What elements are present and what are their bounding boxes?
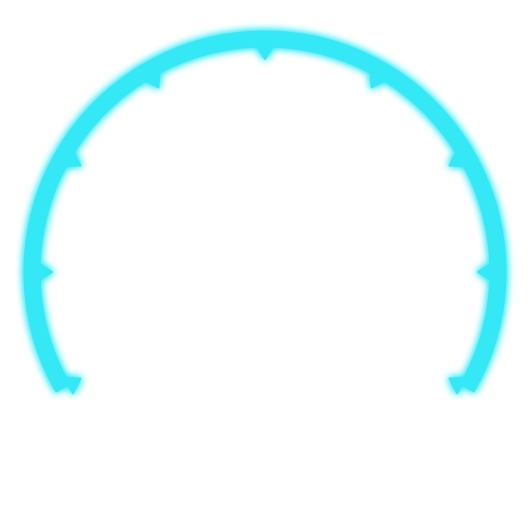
gauge-arc [23, 30, 507, 393]
gauge-arc-group [23, 30, 507, 395]
gauge-tick [255, 44, 275, 60]
gauge-tick [448, 376, 468, 395]
gauge-tick [62, 376, 82, 395]
gauge-tick [62, 149, 82, 168]
gauge-tick [142, 69, 161, 89]
gauge-tick [448, 149, 468, 168]
gauge-tick [37, 262, 53, 282]
gauge-tick [477, 262, 493, 282]
gauge-tick [369, 69, 388, 89]
gauge-ticks [37, 44, 493, 395]
